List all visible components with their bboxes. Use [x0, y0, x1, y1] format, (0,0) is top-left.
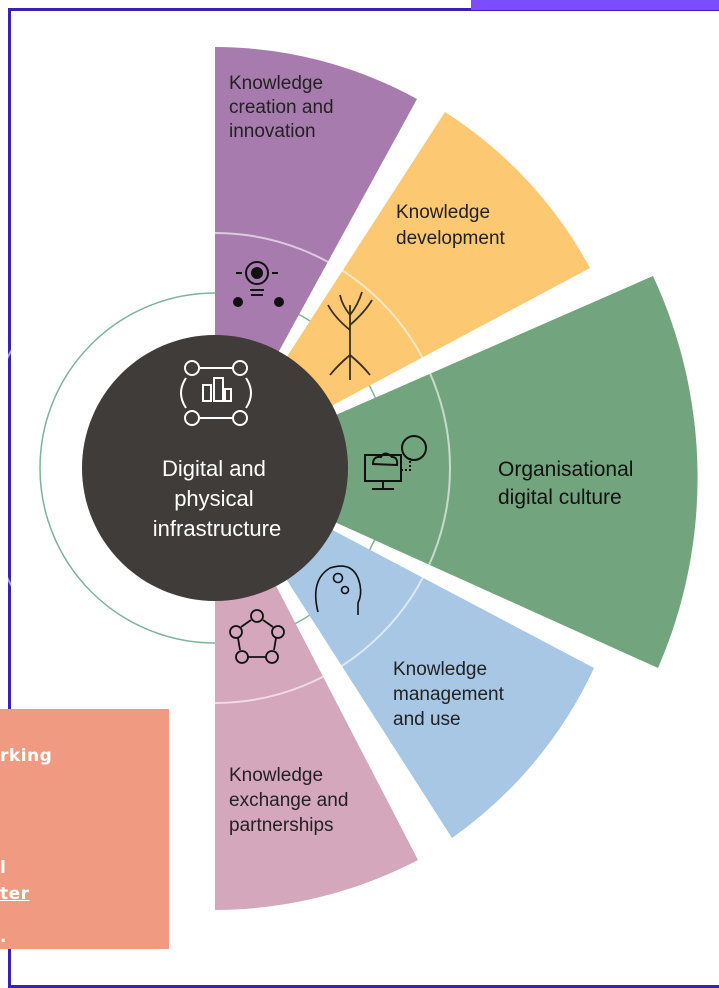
- development-label-line-1: Knowledge: [396, 202, 490, 223]
- cloud-computer-icon: [364, 435, 427, 490]
- corner-tab: [471, 0, 719, 10]
- management-label-line-2: management: [393, 684, 505, 705]
- creation-label-line-2: creation and: [229, 97, 334, 118]
- creation-label: Knowledge creation and innovation: [229, 73, 339, 142]
- tree-roots-icon: [327, 291, 373, 380]
- management-label: Knowledge management and use: [393, 659, 509, 730]
- center-label-line-2: physical: [174, 486, 253, 511]
- side-panel-text-3: .: [0, 927, 7, 947]
- side-panel: rking l ter .: [0, 709, 169, 949]
- creation-label-line-3: innovation: [229, 121, 316, 142]
- development-label: Knowledge development: [396, 202, 506, 249]
- side-panel-link[interactable]: ter: [0, 884, 30, 904]
- side-panel-text-2: l: [0, 858, 7, 878]
- knowledge-framework-diagram: Knowledge creation and innovation Knowle…: [0, 47, 698, 910]
- center-label: Digital and physical infrastructure: [153, 456, 281, 541]
- culture-label-line-2: digital culture: [498, 486, 622, 509]
- center-circle: [82, 335, 348, 601]
- lightbulb-gear-icon: [233, 261, 284, 307]
- exchange-label-line-2: exchange and: [229, 790, 348, 811]
- exchange-label-line-3: partnerships: [229, 815, 334, 836]
- segment-culture: [215, 276, 698, 668]
- culture-label-line-1: Organisational: [498, 458, 633, 481]
- network-icon: [180, 360, 252, 426]
- management-label-line-3: and use: [393, 709, 461, 730]
- people-network-icon: [229, 609, 285, 664]
- creation-label-line-1: Knowledge: [229, 73, 323, 94]
- exchange-label-line-1: Knowledge: [229, 765, 323, 786]
- side-panel-text-1: rking: [0, 746, 53, 766]
- exchange-label: Knowledge exchange and partnerships: [229, 765, 354, 836]
- head-gears-icon: [314, 565, 362, 615]
- inner-ring: [0, 232, 451, 704]
- management-label-line-1: Knowledge: [393, 659, 487, 680]
- culture-label: Organisational digital culture: [498, 458, 639, 509]
- center-label-line-1: Digital and: [162, 456, 266, 481]
- center-label-line-3: infrastructure: [153, 516, 281, 541]
- development-label-line-2: development: [396, 228, 506, 249]
